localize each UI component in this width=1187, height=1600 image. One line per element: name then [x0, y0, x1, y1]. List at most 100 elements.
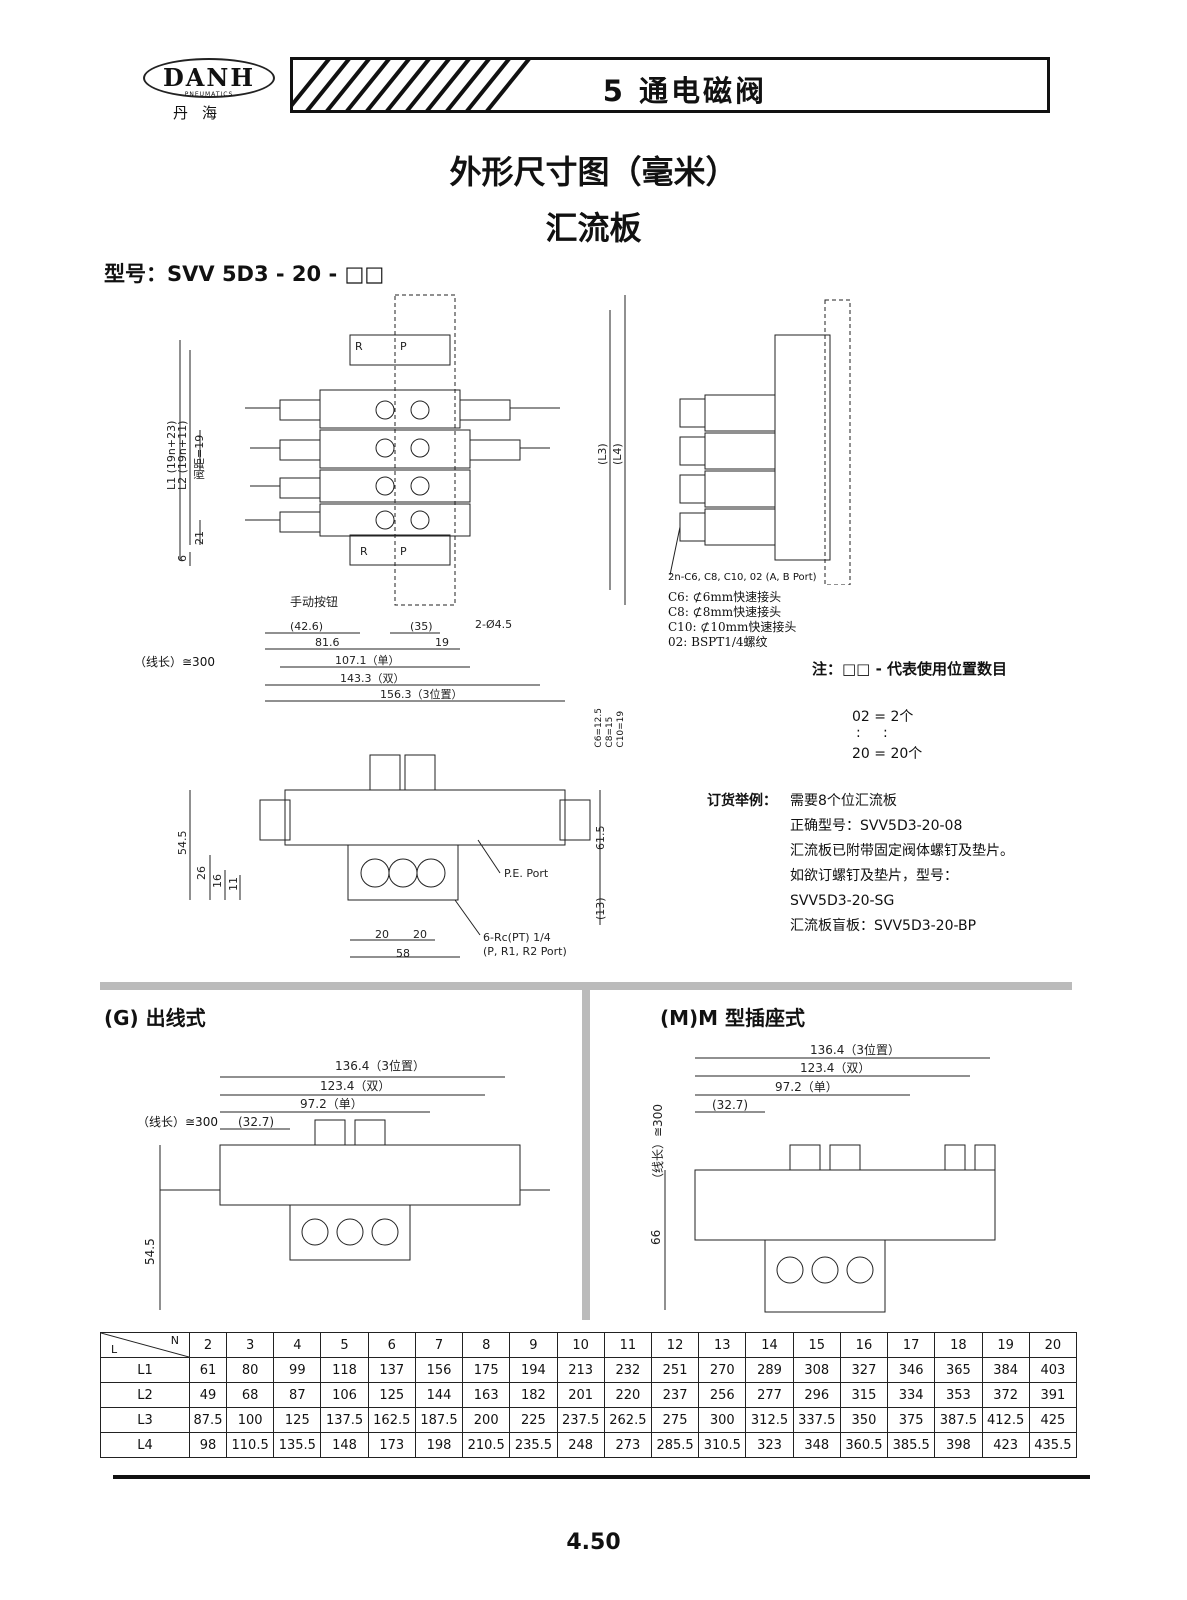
table-cell: 200 [462, 1407, 511, 1433]
table-cell: 175 [462, 1357, 511, 1383]
g-dim-123: 123.4（双） [320, 1079, 390, 1093]
table-cell: 270 [698, 1357, 747, 1383]
table-cell: 80 [225, 1357, 275, 1383]
table-cell: 137.5 [320, 1407, 369, 1433]
m-dim-32: (32.7) [712, 1098, 748, 1112]
g-dim-32: (32.7) [238, 1115, 274, 1129]
hole-label: 2-Ø4.5 [475, 618, 512, 631]
table-cell: 425 [1028, 1407, 1078, 1433]
dim-19: 19 [435, 636, 449, 649]
col-header: 17 [887, 1332, 936, 1358]
table-cell: 285.5 [650, 1432, 700, 1458]
table-cell: 365 [934, 1357, 983, 1383]
table-cell: 423 [981, 1432, 1030, 1458]
table-cell: 256 [698, 1382, 747, 1408]
table-cell: 118 [320, 1357, 369, 1383]
order-line: 汇流板盲板：SVV5D3-20-BP [790, 918, 977, 934]
table-cell: 182 [509, 1382, 558, 1408]
table-cell: 337.5 [792, 1407, 841, 1433]
col-header: 7 [414, 1332, 464, 1358]
table-cell: 220 [603, 1382, 652, 1408]
table-cell: 375 [887, 1407, 936, 1433]
page-subtitle: 汇流板 [545, 209, 642, 247]
logo-text: DANH [162, 63, 256, 92]
order-label: 订货举例： [707, 793, 777, 809]
table-cell: 187.5 [414, 1407, 464, 1433]
logo-subtext: PNEUMATICS [184, 91, 234, 98]
width-58: 58 [396, 947, 410, 960]
dim-l1: L1 (19n+23) [165, 421, 178, 490]
dim-l3: (L3) [596, 443, 609, 465]
col-header: 11 [603, 1332, 652, 1358]
col-header: 3 [225, 1332, 275, 1358]
table-cell: 110.5 [225, 1432, 275, 1458]
col-header: 6 [367, 1332, 416, 1358]
chapter-banner: 5 通电磁阀 [290, 57, 1050, 113]
table-cell: 435.5 [1028, 1432, 1078, 1458]
table-cell: 49 [189, 1382, 227, 1408]
col-header: 14 [745, 1332, 794, 1358]
logo-chinese: 丹海 [173, 104, 232, 122]
table-cell: 235.5 [509, 1432, 558, 1458]
rc-port-sublabel: (P, R1, R2 Port) [483, 945, 567, 958]
table-cell: 323 [745, 1432, 794, 1458]
dim-6: 6 [176, 555, 189, 562]
table-cell: 163 [462, 1382, 511, 1408]
c-dims: C6=12.5 C8=15 C10=19 [594, 708, 626, 748]
table-cell: 372 [981, 1382, 1030, 1408]
table-cell: 201 [556, 1382, 605, 1408]
table-cell: 248 [556, 1432, 605, 1458]
height-13: (13) [594, 897, 607, 920]
col-header: 5 [320, 1332, 369, 1358]
banner-stripes [293, 60, 531, 110]
table-cell: 289 [745, 1357, 794, 1383]
logo-oval [143, 58, 275, 98]
page-number: 4.50 [566, 1530, 621, 1555]
table-cell: 68 [225, 1382, 275, 1408]
order-line: 汇流板已附带固定阀体螺钉及垫片。 [790, 843, 1014, 859]
row-label: L1 [100, 1357, 190, 1383]
col-header: 12 [650, 1332, 700, 1358]
col-header: 15 [792, 1332, 841, 1358]
col-header: 19 [981, 1332, 1030, 1358]
g-drawing: 136.4（3位置） 123.4（双） 97.2（单） (32.7) 54.5 [143, 1058, 550, 1310]
port-label: 2n-C6, C8, C10, 02 (A, B Port) [668, 572, 817, 583]
note-line-2: : : [856, 725, 888, 741]
section-m-title: (M)M 型插座式 [660, 1006, 806, 1030]
port-label-r1: R [355, 340, 363, 353]
table-cell: 87 [273, 1382, 322, 1408]
order-line: 如欲订螺钉及垫片，型号： [790, 868, 958, 884]
col-header: 2 [189, 1332, 227, 1358]
side-view-drawing [669, 299, 851, 585]
page-title: 外形尺寸图（毫米） [449, 153, 738, 191]
table-cell: 348 [792, 1432, 841, 1458]
table-cell: 353 [934, 1382, 983, 1408]
corner-l: L [111, 1343, 118, 1356]
manual-button-label: 手动按钮 [290, 594, 338, 609]
table-cell: 156 [414, 1357, 464, 1383]
table-cell: 310.5 [698, 1432, 747, 1458]
order-line: 需要8个位汇流板 [790, 793, 897, 809]
table-cell: 387.5 [934, 1407, 983, 1433]
port-notes: C6: ⊄6mm快速接头 C8: ⊄8mm快速接头 C10: ⊄10mm快速接头… [668, 590, 796, 650]
table-cell: 262.5 [603, 1407, 652, 1433]
table-cell: 194 [509, 1357, 558, 1383]
dim-l4: (L4) [611, 443, 624, 465]
col-header: 10 [556, 1332, 605, 1358]
table-cell: 98 [189, 1432, 227, 1458]
width-20a: 20 [375, 928, 389, 941]
dim-143-3: 143.3（双） [340, 672, 405, 685]
m-dim-97: 97.2（单） [775, 1080, 838, 1094]
m-height: 66 [649, 1230, 663, 1245]
col-header: 8 [462, 1332, 511, 1358]
g-height: 54.5 [143, 1238, 157, 1265]
top-view-drawing: R P R P 手动按钮 2-Ø4.5 (42.6) 81.6 (35) 19 … [165, 294, 626, 702]
col-header: 18 [934, 1332, 983, 1358]
note-label: 注：□□ - 代表使用位置数目 [812, 660, 1008, 678]
table-cell: 346 [887, 1357, 936, 1383]
port-label-p2: P [400, 545, 407, 558]
port-label-p1: P [400, 340, 407, 353]
front-view-drawing: 54.5 26 16 11 61.5 (13) P.E. Port 6-Rc(P… [176, 754, 607, 960]
